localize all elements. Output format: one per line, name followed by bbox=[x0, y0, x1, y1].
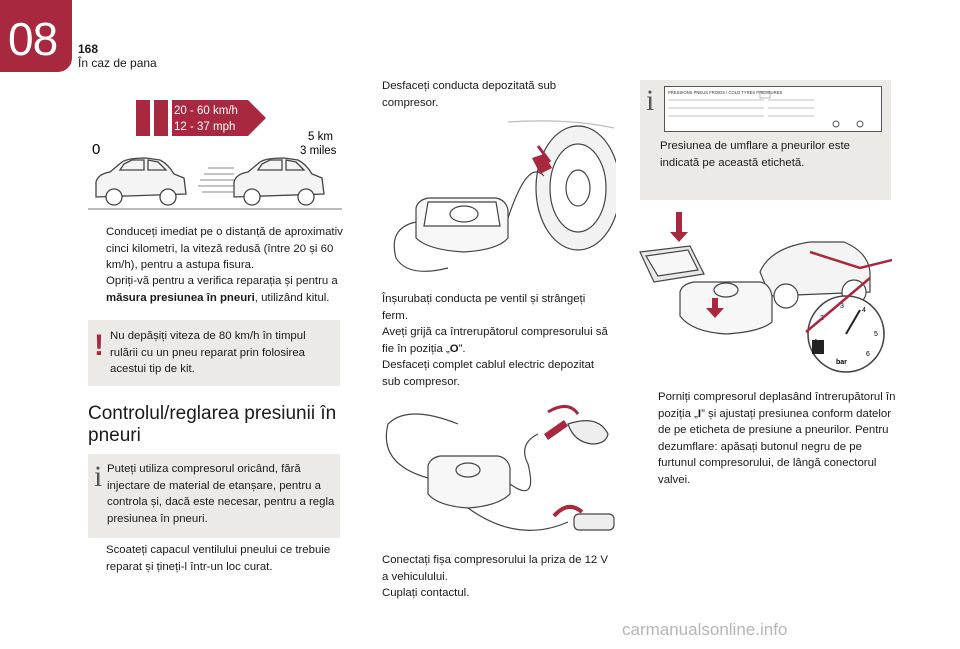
bullet-stop-check: Opriți-vă pentru a verifica reparația și… bbox=[106, 275, 338, 304]
tyre-label-info-text: Presiunea de umflare a pneurilor este in… bbox=[660, 140, 850, 169]
tyre-pressure-label-image: PRESSIONS PNEUS FROIDS / COLD TYRES PRES… bbox=[664, 86, 882, 132]
compressor-hose-illustration bbox=[393, 120, 616, 272]
start-distance-label: 0 bbox=[92, 141, 100, 158]
gauge-unit-label: bar bbox=[836, 359, 847, 366]
bullet-remove-cap: Scoateți capacul ventilului pneului ce t… bbox=[106, 544, 331, 573]
watermark: carmanualsonline.info bbox=[622, 620, 788, 639]
info-box bbox=[88, 454, 340, 538]
compressor-plug-illustration bbox=[385, 405, 615, 531]
speed-mph-label: 12 - 37 mph bbox=[174, 121, 235, 133]
tyre-label-header: PRESSIONS PNEUS FROIDS / COLD TYRES PRES… bbox=[668, 90, 782, 95]
chapter-tab: 08 bbox=[0, 0, 72, 72]
gauge-tick-3: 3 bbox=[840, 303, 844, 310]
section-title: În caz de pana bbox=[78, 56, 157, 70]
speed-distance-illustration: 20 - 60 km/h 12 - 37 mph 0 5 km 3 miles bbox=[88, 100, 342, 210]
warning-text: Nu depășiți viteza de 80 km/h în timpul … bbox=[110, 330, 306, 375]
bullet-unroll-cable: Desfaceți complet cablul electric depozi… bbox=[382, 359, 595, 388]
car-start-icon bbox=[95, 157, 187, 206]
bullet-ignition-on: Cuplați contactul. bbox=[382, 587, 470, 599]
gauge-tick-5: 5 bbox=[874, 331, 878, 338]
bullet-screw-hose: Înșurubați conducta pe ventil și strânge… bbox=[382, 293, 586, 322]
gauge-tick-6: 6 bbox=[866, 351, 870, 358]
car-moving-icon bbox=[233, 157, 325, 206]
distance-km-label: 5 km bbox=[308, 131, 333, 143]
warning-box bbox=[88, 320, 340, 386]
page-number: 168 bbox=[78, 42, 99, 56]
speed-kmh-label: 20 - 60 km/h bbox=[174, 105, 238, 117]
bullet-start-compressor: Porniți compresorul deplasând întrerupăt… bbox=[658, 391, 896, 486]
distance-miles-label: 3 miles bbox=[300, 145, 337, 157]
bullet-switch-off: Aveți grijă ca întrerupătorul compresoru… bbox=[382, 326, 608, 355]
compressor-gauge-illustration: 1 2 3 4 5 6 bar bbox=[639, 212, 893, 373]
info-text-compressor: Puteți utiliza compresorul oricând, fără… bbox=[107, 463, 335, 525]
bullet-plug-socket: Conectați fișa compresorului la priza de… bbox=[382, 554, 609, 583]
section-heading: Controlul/reglarea presiunii în pneuri bbox=[88, 403, 337, 446]
bullet-unroll-hose: Desfaceți conducta depozitată sub compre… bbox=[382, 80, 557, 109]
info-icon: i bbox=[646, 84, 655, 117]
bullet-drive-slowly: Conduceți imediat pe o distanță de aprox… bbox=[106, 226, 343, 271]
chapter-number: 08 bbox=[8, 13, 58, 65]
warning-icon: ! bbox=[94, 329, 104, 362]
gauge-tick-4: 4 bbox=[862, 307, 866, 314]
info-icon: i bbox=[94, 460, 103, 493]
